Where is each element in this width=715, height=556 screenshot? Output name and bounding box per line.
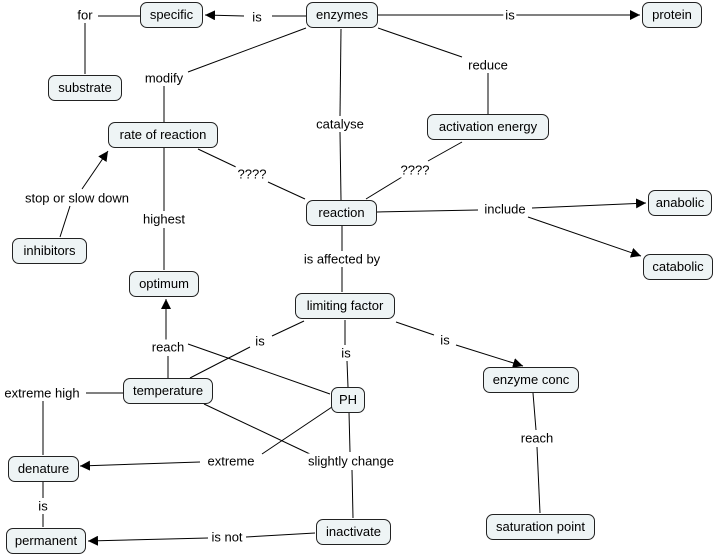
connector-is-not-permanent bbox=[87, 535, 209, 546]
concept-anabolic[interactable]: anabolic bbox=[648, 190, 712, 216]
connector-catalyse-reaction bbox=[339, 131, 342, 201]
link-label-is: is bbox=[253, 333, 267, 349]
link-label-unknown: ???? bbox=[398, 162, 432, 178]
link-label-extreme-high: extreme high bbox=[2, 385, 82, 401]
connector-enzymes-reduce bbox=[377, 27, 463, 58]
connector-temperature-slightly bbox=[203, 403, 313, 456]
link-label-reach: reach bbox=[518, 430, 556, 446]
connector-enzymes-catalyse bbox=[339, 28, 342, 117]
link-label-is-affected-by: is affected by bbox=[301, 251, 383, 267]
connector-enzyme-conc-reach bbox=[532, 392, 537, 431]
connector-limiting-is-3 bbox=[395, 321, 435, 336]
link-label-is-not: is not bbox=[209, 529, 245, 545]
link-label-is: is bbox=[339, 345, 353, 361]
link-label-for: for bbox=[75, 7, 95, 23]
concept-enzyme-conc[interactable]: enzyme conc bbox=[483, 367, 579, 393]
concept-catabolic[interactable]: catabolic bbox=[643, 254, 713, 280]
concept-substrate[interactable]: substrate bbox=[48, 75, 122, 101]
concept-inactivate[interactable]: inactivate bbox=[316, 519, 391, 545]
concept-denature[interactable]: denature bbox=[8, 456, 79, 482]
concept-enzymes[interactable]: enzymes bbox=[306, 2, 378, 28]
connector-include-catabolic bbox=[527, 216, 642, 258]
concept-inhibitors[interactable]: inhibitors bbox=[12, 238, 87, 264]
connector-stop-rate bbox=[81, 150, 109, 190]
link-label-reduce: reduce bbox=[466, 57, 510, 73]
link-label-is: is bbox=[36, 498, 50, 514]
connector-activation-unknown bbox=[427, 141, 463, 162]
concept-rate-of-reaction[interactable]: rate of reaction bbox=[108, 122, 218, 148]
link-label-stop-or-slow-down: stop or slow down bbox=[22, 190, 132, 206]
connector-ph-reach bbox=[187, 343, 331, 395]
connector-is-enzyme-conc bbox=[455, 344, 524, 368]
concept-reaction[interactable]: reaction bbox=[306, 200, 377, 226]
connector-rate-unknown bbox=[197, 148, 237, 168]
link-label-reach: reach bbox=[149, 339, 187, 355]
concept-protein[interactable]: protein bbox=[642, 2, 702, 28]
link-label-extreme: extreme bbox=[205, 453, 257, 469]
connector-extreme-denature bbox=[79, 460, 201, 471]
connector-include-anabolic bbox=[531, 198, 647, 209]
link-label-unknown: ???? bbox=[235, 166, 269, 182]
connector-slightly-inactivate bbox=[351, 469, 354, 519]
connector-enzymes-modify bbox=[187, 27, 307, 73]
concept-activation-energy[interactable]: activation energy bbox=[427, 114, 549, 140]
link-label-modify: modify bbox=[142, 70, 186, 86]
connector-is-ph bbox=[346, 360, 349, 388]
link-label-slightly-change: slightly change bbox=[306, 453, 396, 469]
connector-is-specific bbox=[204, 10, 245, 21]
link-label-is: is bbox=[250, 9, 264, 25]
connector-unknown-reaction-2 bbox=[365, 176, 403, 200]
connector-ph-slightly bbox=[348, 411, 351, 453]
concept-ph[interactable]: PH bbox=[331, 387, 365, 413]
connector-unknown-reaction bbox=[267, 181, 306, 200]
link-label-include: include bbox=[482, 201, 528, 217]
connector-inhibitors-stop bbox=[59, 205, 71, 238]
concept-temperature[interactable]: temperature bbox=[123, 378, 213, 404]
connector-is-temperature bbox=[189, 346, 251, 379]
link-label-is: is bbox=[438, 332, 452, 348]
concept-saturation-point[interactable]: saturation point bbox=[486, 514, 595, 540]
concept-specific[interactable]: specific bbox=[140, 2, 203, 28]
concept-permanent[interactable]: permanent bbox=[6, 528, 86, 554]
link-label-highest: highest bbox=[141, 211, 187, 227]
connector-ph-extreme bbox=[261, 406, 333, 455]
link-label-catalyse: catalyse bbox=[314, 116, 366, 132]
connector-inactivate-is-not bbox=[245, 532, 316, 538]
concept-optimum[interactable]: optimum bbox=[129, 271, 199, 297]
connector-limiting-is-1 bbox=[271, 320, 305, 337]
connector-reach-saturation bbox=[536, 446, 541, 514]
concept-limiting-factor[interactable]: limiting factor bbox=[295, 293, 395, 319]
link-label-is: is bbox=[503, 7, 517, 23]
connector-reaction-include bbox=[376, 209, 479, 213]
